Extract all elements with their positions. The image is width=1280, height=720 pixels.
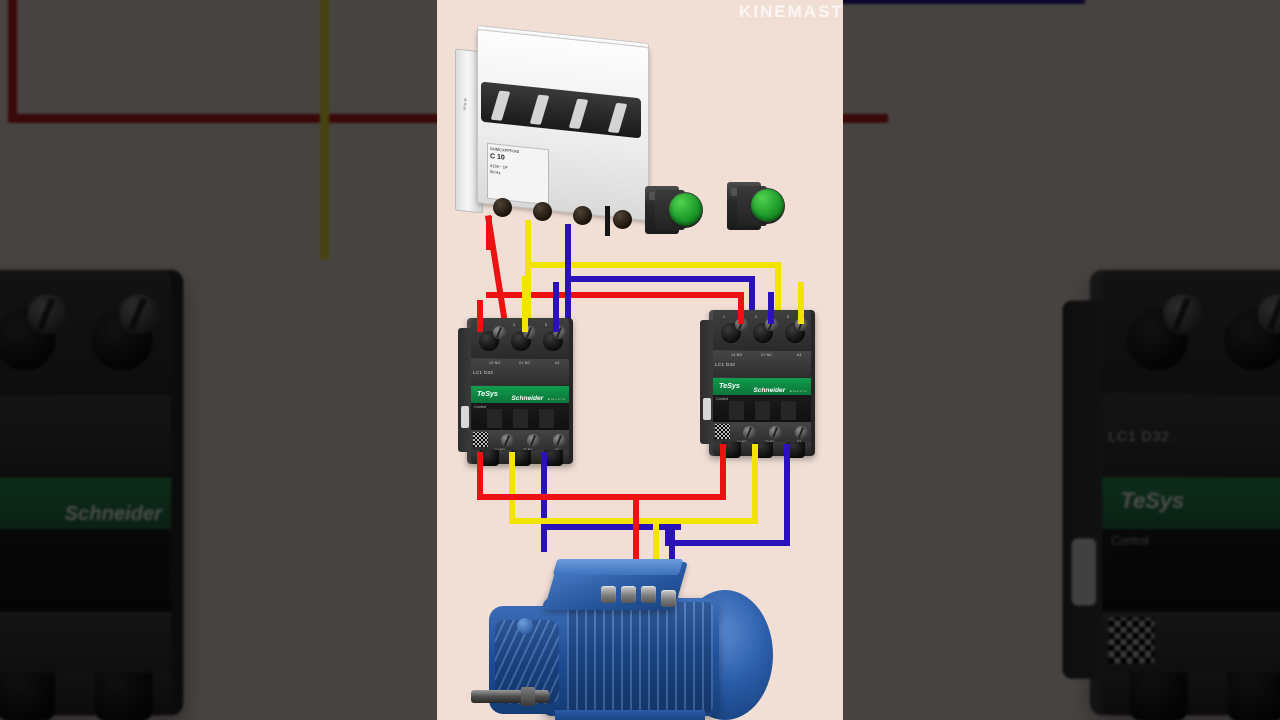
km2-terminal-6[interactable] — [786, 442, 805, 458]
km2-mark-5: 5 — [787, 315, 790, 319]
km1-aux-label-13no: 13 NO — [489, 361, 501, 365]
wire-km2-t2-down — [720, 444, 726, 494]
km1-brand-band: TeSys Schneider Electric — [471, 386, 569, 403]
km1-front-window — [471, 403, 569, 431]
km2-aux-screw-a2[interactable] — [795, 426, 808, 439]
km1-terminal-4[interactable] — [512, 450, 531, 466]
wire-km2-t4-down — [752, 444, 758, 518]
km1-qr-code — [473, 432, 488, 447]
mcb-rating-label: DHMCXPPF040 C 10 415V~ 1P 50 Hz — [487, 142, 549, 206]
motor-terminal-box-lid — [552, 559, 684, 575]
motor-cooling-fins — [549, 602, 713, 712]
contactor-km2-reverse[interactable]: 1 3 5 13 NO 21 NC A1 LC1 D32 TeSys Schne… — [700, 310, 815, 458]
push-button-1[interactable] — [645, 184, 703, 238]
stub-km2-t1 — [738, 300, 744, 324]
wire-km1-t6-down — [541, 452, 547, 552]
mcb-bottom-terminal-n[interactable] — [613, 210, 632, 229]
wire-km1-t2-down — [477, 452, 483, 498]
wire-red-bus-top — [486, 292, 744, 298]
km2-aux-label-13no: 13 NO — [731, 353, 743, 357]
wire-km2-t6-down — [784, 444, 790, 540]
wire-yellow-bus-top — [525, 262, 781, 268]
motor-terminal-v[interactable] — [621, 586, 636, 603]
mcb-bottom-terminal-l3[interactable] — [573, 206, 592, 225]
wire-motor-u — [633, 494, 639, 610]
km1-din-clip — [458, 328, 474, 452]
wire-km1-t4-down — [509, 452, 515, 524]
km2-aux-row — [713, 351, 811, 377]
km1-aux-screw-13no[interactable] — [493, 326, 506, 339]
km1-tesys-label: TeSys — [477, 388, 498, 398]
km1-aux-label-21nc: 21 NC — [519, 361, 531, 365]
km2-tesys-label: TeSys — [719, 380, 740, 390]
three-phase-motor[interactable] — [471, 559, 775, 720]
km2-schneider-logo: Schneider Electric — [753, 387, 808, 394]
mcb-circuit-breaker[interactable]: HAVELLS MCB 4P DHMCXPPF040 C 10 415V~ 1P… — [455, 24, 649, 229]
motor-shaft — [471, 687, 549, 706]
km2-aux-label-21nc: 21 NC — [761, 353, 773, 357]
km1-terminal-6[interactable] — [544, 450, 563, 466]
km1-terminal-2[interactable] — [480, 450, 499, 466]
motor-lifting-lug — [517, 618, 533, 634]
wire-yellow-to-km2-t5 — [775, 262, 781, 330]
bus-blue-bottom-left — [541, 524, 681, 530]
km2-brand-band: TeSys Schneider Electric — [713, 378, 811, 395]
km2-aux-screw-22nc[interactable] — [769, 426, 782, 439]
diagram-panel: KINEMASTER HAVELLS MCB 4P DHMCXPPF040 — [437, 0, 843, 720]
km2-din-clip — [700, 320, 716, 444]
km2-front-window — [713, 395, 811, 423]
bus-blue-jog — [665, 524, 671, 546]
bus-red-bottom — [477, 494, 726, 500]
bus-blue-bottom-right — [665, 540, 790, 546]
contactor-km1-forward[interactable]: 1 3 5 13 NO 21 NC A1 LC1 D32 TeSys Schne… — [458, 318, 573, 466]
stub-km1-t5 — [553, 282, 559, 332]
stub-km2-t5 — [798, 282, 804, 324]
pb1-green-cap[interactable] — [669, 193, 702, 226]
wire-mcb-neutral-stub — [605, 206, 610, 236]
motor-terminal-extra[interactable] — [661, 590, 676, 607]
km2-mark-3: 3 — [755, 315, 758, 319]
stub-km2-t3 — [768, 292, 774, 324]
stub-km1-t1 — [477, 300, 483, 332]
km1-aux-screw-14no[interactable] — [501, 434, 514, 447]
km1-mark-3: 3 — [513, 323, 516, 327]
km2-terminal-2[interactable] — [722, 442, 741, 458]
motor-terminal-w[interactable] — [641, 586, 656, 603]
mcb-bottom-terminal-l2[interactable] — [533, 202, 552, 221]
km1-schneider-logo: Schneider Electric — [511, 395, 566, 402]
push-button-2[interactable] — [727, 180, 785, 234]
wire-blue-to-km2-t3 — [749, 276, 755, 330]
pb2-green-cap[interactable] — [751, 189, 784, 222]
km2-aux-label-a1: A1 — [797, 353, 802, 357]
motor-housing — [543, 598, 719, 716]
km1-model-label: LC1 D32 — [473, 370, 494, 375]
km1-bottom-row — [471, 430, 569, 452]
km2-control-label: Control — [716, 397, 729, 401]
km1-aux-row — [471, 359, 569, 385]
km2-aux-screw-14no[interactable] — [743, 426, 756, 439]
stub-km1-t3 — [522, 276, 528, 332]
wire-mcb-l2-to-km1-t3 — [525, 220, 531, 328]
motor-terminal-u[interactable] — [601, 586, 616, 603]
km1-mark-5: 5 — [545, 323, 548, 327]
km2-bottom-row — [713, 422, 811, 444]
backdrop-contactor: LC1 D32 TeSys Schneider Electric Control — [0, 270, 184, 720]
mcb-bottom-terminal-l1[interactable] — [493, 198, 512, 217]
km1-control-label: Control — [474, 405, 487, 409]
backdrop-contactor-right: LC1 D32 TeSys Schneider Electric Control — [1062, 270, 1280, 720]
km2-qr-code — [715, 424, 730, 439]
kinemaster-watermark: KINEMASTER — [739, 2, 843, 21]
km2-mark-1: 1 — [723, 315, 726, 319]
km1-aux-label-a1: A1 — [555, 361, 560, 365]
wire-red-drop — [486, 216, 492, 250]
km1-aux-screw-22nc[interactable] — [527, 434, 540, 447]
motor-foot — [555, 710, 705, 720]
km2-terminal-4[interactable] — [754, 442, 773, 458]
km2-model-label: LC1 D32 — [715, 362, 736, 367]
km1-aux-screw-a2[interactable] — [553, 434, 566, 447]
wire-blue-bus-top — [565, 276, 755, 282]
